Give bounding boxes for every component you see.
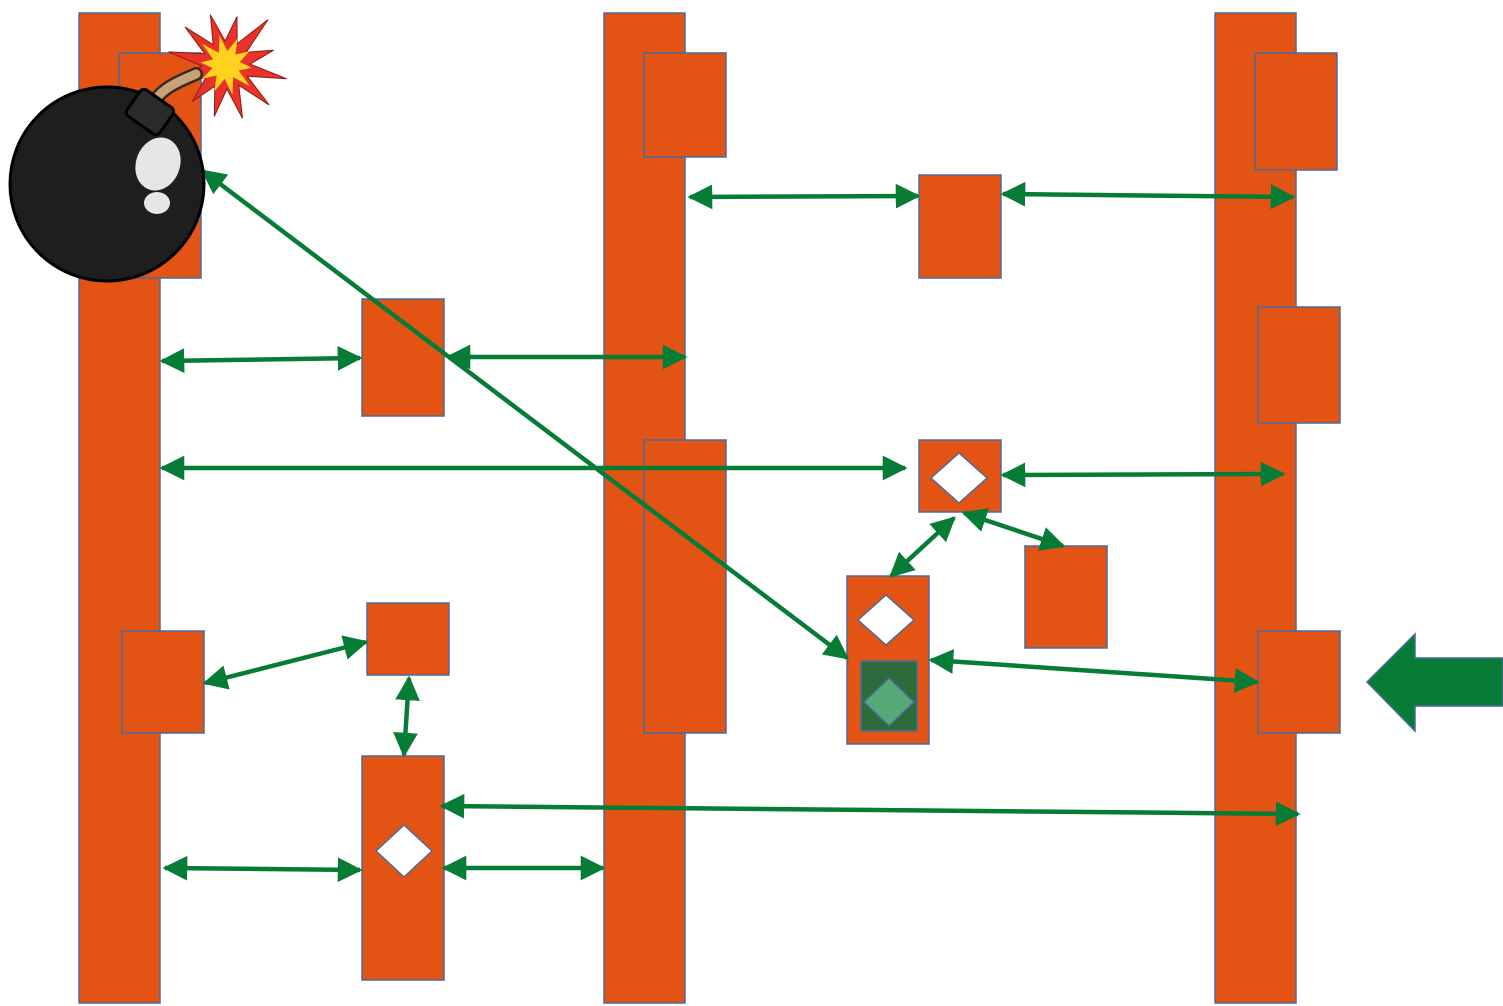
decision-diamond-2 bbox=[856, 593, 916, 647]
blocks-layer bbox=[78, 12, 1341, 1004]
connector-arrow-1 bbox=[687, 183, 921, 210]
decision-diamond-1 bbox=[929, 451, 989, 505]
connector-arrow-2 bbox=[1000, 181, 1296, 210]
connector-arrow-10 bbox=[928, 649, 1260, 693]
connector-arrow-8 bbox=[889, 516, 956, 578]
bomb-shine-1 bbox=[135, 137, 181, 191]
activation-box-11 bbox=[121, 630, 205, 734]
activation-box-7 bbox=[643, 439, 727, 734]
lifeline-3 bbox=[1214, 12, 1297, 1004]
bomb-shine-2 bbox=[144, 192, 170, 214]
decorations-layer bbox=[8, 14, 1503, 733]
connectors-layer bbox=[159, 169, 1301, 883]
spark-inner bbox=[200, 35, 252, 95]
activation-box-9 bbox=[1024, 545, 1108, 649]
connector-arrow-6 bbox=[1000, 461, 1286, 488]
connector-arrow-9 bbox=[961, 508, 1066, 551]
connector-arrow-13 bbox=[439, 793, 1301, 827]
activation-box-13 bbox=[1257, 630, 1341, 734]
connector-arrow-7 bbox=[201, 169, 849, 660]
connector-arrow-12 bbox=[393, 675, 420, 758]
connector-arrow-14 bbox=[162, 855, 363, 883]
activation-box-5 bbox=[361, 298, 445, 417]
bomb-body bbox=[8, 85, 206, 283]
left-pointing-arrow-icon bbox=[1365, 632, 1503, 733]
connector-arrow-11 bbox=[202, 635, 369, 690]
decision-diamond-3 bbox=[374, 823, 434, 879]
activation-box-2 bbox=[643, 52, 727, 158]
decision-diamond-highlight bbox=[862, 676, 916, 728]
connector-arrow-3 bbox=[159, 345, 363, 374]
bomb-cap bbox=[124, 87, 176, 137]
activation-box-6 bbox=[1257, 306, 1341, 424]
activation-box-4 bbox=[918, 174, 1002, 279]
activation-box-12 bbox=[366, 602, 450, 676]
activation-box-3 bbox=[1254, 52, 1338, 171]
bomb-icon bbox=[8, 14, 287, 283]
